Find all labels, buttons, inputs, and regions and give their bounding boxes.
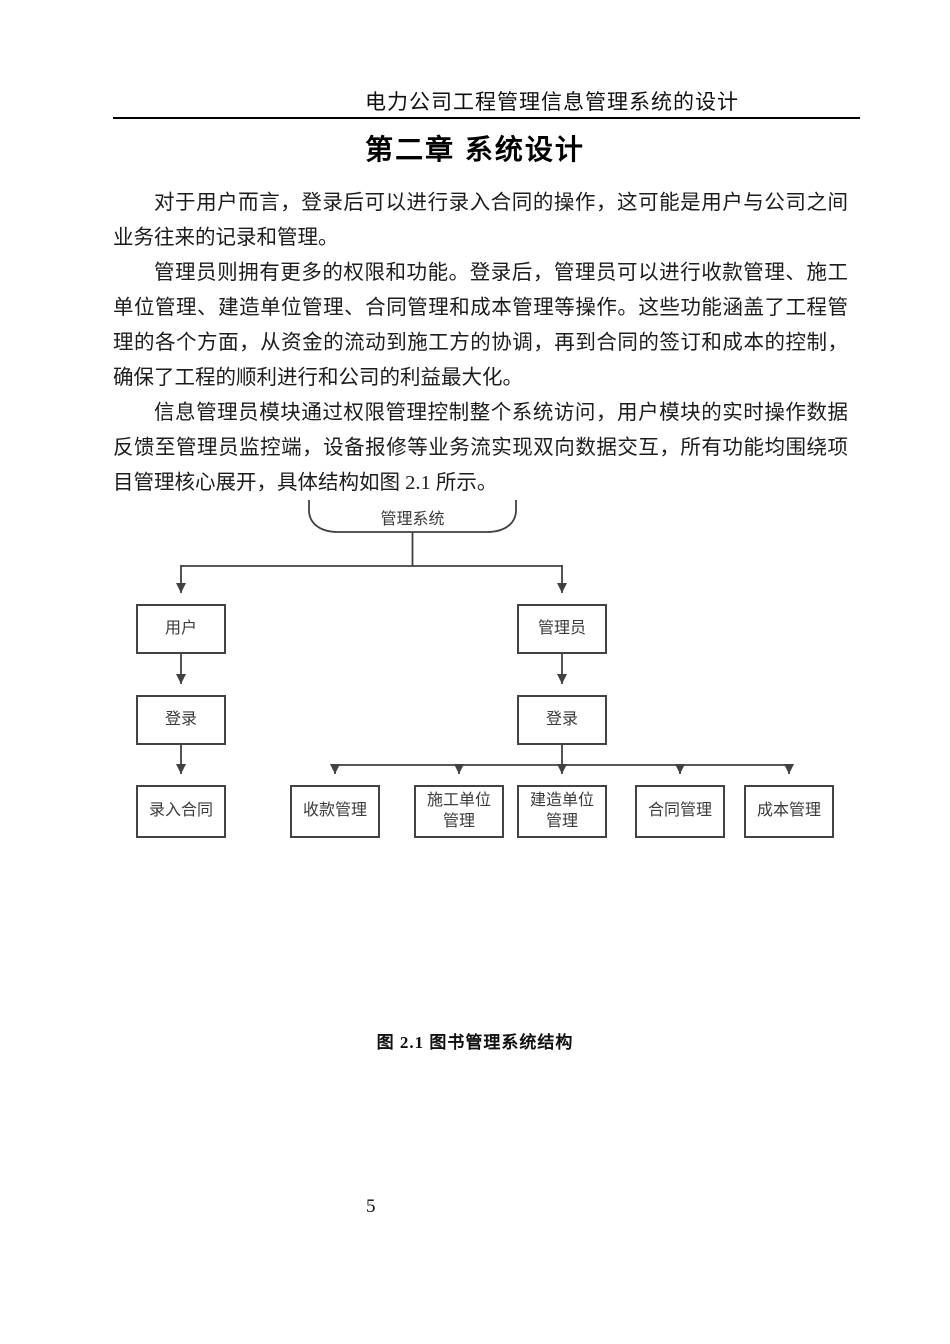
header-rule — [113, 117, 860, 119]
node-contract-management: 合同管理 — [635, 785, 725, 838]
node-user-login: 登录 — [136, 695, 226, 745]
node-construction-unit-management: 施工单位 管理 — [414, 785, 504, 838]
node-user: 用户 — [136, 604, 226, 654]
node-admin: 管理员 — [517, 604, 607, 654]
node-management-system: 管理系统 — [380, 511, 445, 528]
node-building-unit-management: 建造单位 管理 — [517, 785, 607, 838]
body-text: 对于用户而言，登录后可以进行录入合同的操作，这可能是用户与公司之间业务往来的记录… — [113, 186, 848, 501]
paragraph-user-role: 对于用户而言，登录后可以进行录入合同的操作，这可能是用户与公司之间业务往来的记录… — [113, 192, 848, 249]
paragraph-admin-role: 管理员则拥有更多的权限和功能。登录后，管理员可以进行收款管理、施工单位管理、建造… — [113, 262, 848, 389]
node-cost-management: 成本管理 — [744, 785, 834, 838]
page-number: 5 — [366, 1196, 376, 1217]
running-header-title: 电力公司工程管理信息管理系统的设计 — [365, 90, 739, 114]
node-payment-management: 收款管理 — [290, 785, 380, 838]
node-admin-login: 登录 — [517, 695, 607, 745]
paragraph-info-admin: 信息管理员模块通过权限管理控制整个系统访问，用户模块的实时操作数据反馈至管理员监… — [113, 402, 848, 494]
chapter-title: 第二章 系统设计 — [365, 134, 585, 165]
diagram-connectors — [176, 500, 794, 774]
running-header: 电力公司工程管理信息管理系统的设计 — [0, 86, 950, 116]
node-enter-contract: 录入合同 — [136, 785, 226, 838]
figure-caption: 图 2.1 图书管理系统结构 — [376, 1033, 574, 1052]
system-structure-diagram: 管理系统 用户 管理员 登录 登录 录入合同 收款管理 施工单位 管理 建造单位… — [110, 480, 870, 860]
